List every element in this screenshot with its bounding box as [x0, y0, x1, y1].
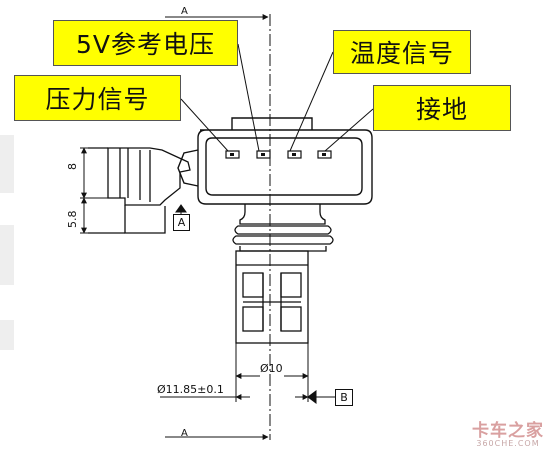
dim-8-text: 8 [66, 163, 79, 170]
dim-5-8-text: 5.8 [66, 210, 79, 229]
datum-b-box: B [335, 389, 353, 406]
leader-lines [180, 43, 374, 152]
watermark: 卡车之家 360CHE.COM [472, 423, 544, 448]
neck [232, 204, 334, 252]
label-5v-reference: 5V参考电压 [53, 20, 238, 66]
section-label-top: A [181, 6, 188, 17]
connector-housing [177, 117, 373, 205]
watermark-text: 卡车之家 [472, 421, 544, 441]
pin-dots [230, 153, 326, 156]
datum-a-leader [175, 204, 187, 214]
dim-left [80, 147, 125, 234]
background-marks [0, 135, 14, 350]
label-temperature-signal: 温度信号 [333, 30, 471, 74]
dim-dia1185 [160, 382, 309, 402]
section-label-bottom: A [181, 428, 188, 439]
label-pressure-signal: 压力信号 [14, 75, 181, 121]
datum-b-leader [307, 390, 335, 404]
connector-pins [225, 150, 332, 159]
dim-dia10 [235, 343, 309, 382]
label-ground: 接地 [373, 85, 511, 131]
dim-dia1185-text: Ø11.85±0.1 [157, 383, 224, 396]
watermark-subtext: 360CHE.COM [476, 439, 540, 448]
dim-dia10-text: Ø10 [260, 362, 283, 375]
probe-body [235, 250, 309, 344]
datum-a-box: A [173, 214, 190, 231]
